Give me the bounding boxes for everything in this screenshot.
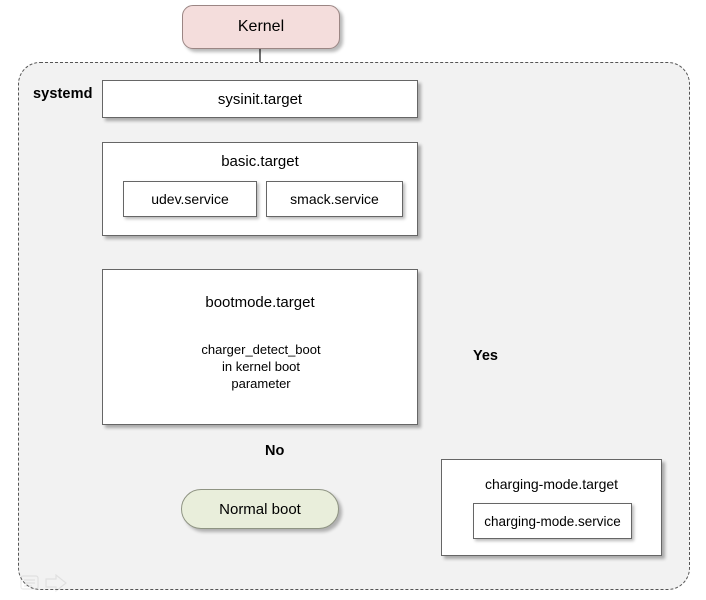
systemd-label: systemd (33, 86, 93, 102)
node-charging-mode-target-label: charging-mode.target (484, 476, 619, 492)
decision-line-2: in kernel boot (221, 359, 301, 374)
edge-label-no: No (265, 443, 285, 459)
node-sysinit-target-label: sysinit.target (217, 90, 303, 108)
node-kernel[interactable]: Kernel (182, 5, 340, 49)
node-basic-target[interactable]: basic.target udev.service smack.service (102, 142, 418, 236)
node-normal-boot[interactable]: Normal boot (181, 489, 339, 529)
node-bootmode-target[interactable]: bootmode.target charger_detect_boot in k… (102, 269, 418, 425)
edge-label-yes: Yes (473, 348, 498, 364)
node-smack-service-label: smack.service (290, 191, 379, 207)
node-bootmode-target-label: bootmode.target (205, 294, 315, 311)
decision-diamond[interactable]: charger_detect_boot in kernel boot param… (108, 315, 414, 421)
node-smack-service[interactable]: smack.service (266, 181, 403, 217)
node-udev-service[interactable]: udev.service (123, 181, 257, 217)
decision-diamond-text: charger_detect_boot in kernel boot param… (108, 341, 414, 392)
node-charging-mode-target[interactable]: charging-mode.target charging-mode.servi… (441, 459, 662, 556)
watermark-logo (20, 573, 67, 593)
decision-line-3: parameter (231, 376, 291, 391)
node-kernel-label: Kernel (237, 18, 285, 35)
node-normal-boot-label: Normal boot (219, 500, 301, 518)
node-udev-service-label: udev.service (151, 191, 229, 207)
node-charging-mode-service[interactable]: charging-mode.service (473, 503, 632, 539)
decision-line-1: charger_detect_boot (201, 342, 321, 357)
node-basic-target-label: basic.target (221, 153, 299, 170)
node-charging-mode-service-label: charging-mode.service (484, 513, 621, 529)
node-sysinit-target[interactable]: sysinit.target (102, 80, 418, 118)
